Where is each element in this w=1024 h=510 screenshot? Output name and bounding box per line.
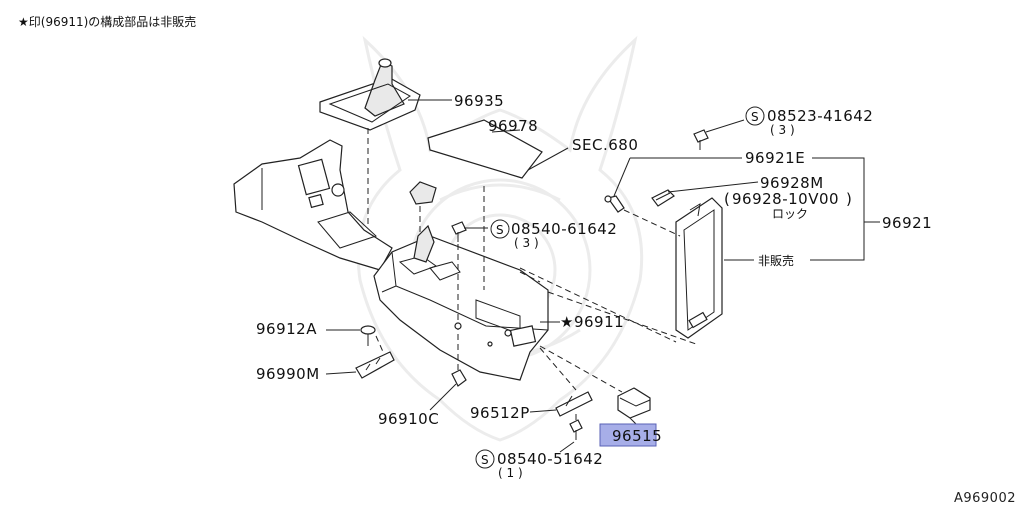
label-08540-51642-qty: ( 1 ) (498, 466, 523, 480)
bracket-96512P-part (555, 391, 593, 417)
bracket-96921 (810, 157, 865, 261)
label-96935: 96935 (454, 92, 504, 110)
label-96928-10V00: 96928-10V00 (732, 190, 839, 208)
leader-96928M (667, 181, 759, 193)
leader-96512P (529, 409, 557, 413)
tray-96515-part (617, 387, 651, 419)
highlight-96515 (599, 423, 657, 447)
standard-part-mark-08540b: S (475, 449, 495, 469)
lid-screw-part (604, 195, 625, 213)
header-note: ★印(96911)の構成部品は非販売 (18, 15, 197, 29)
label-96990M: 96990M (256, 365, 320, 383)
dash-screw-lid (623, 209, 681, 237)
console-lid-part (675, 197, 723, 339)
bolt-08540a-part (451, 221, 467, 242)
bolt-96912A-part (360, 325, 376, 346)
bracket-96990M-part (355, 351, 395, 379)
leader-08523 (705, 119, 745, 133)
label-sec680: SEC.680 (572, 136, 638, 154)
standard-part-mark-08540a: S (490, 219, 510, 239)
svg-text:S: S (481, 453, 489, 467)
dash-96912A (375, 335, 385, 355)
dash-box-lid-top (519, 267, 677, 343)
bolt-08523-part (693, 129, 709, 150)
diagram-id: A969002 (953, 491, 1016, 506)
lock-part (651, 189, 675, 207)
label-96921: 96921 (882, 214, 932, 232)
standard-part-mark-08523: S (745, 106, 765, 126)
dash-lid-hinge (519, 271, 541, 283)
label-96978: 96978 (488, 117, 538, 135)
paren-close: ) (846, 190, 852, 208)
leader-08540b (559, 441, 575, 453)
dash-96515 (539, 345, 623, 393)
label-96928M: 96928M (760, 174, 824, 192)
label-lock: ロック (772, 207, 808, 221)
label-08540-51642: 08540-51642 (497, 450, 603, 468)
label-not-sold: 非販売 (758, 253, 794, 268)
label-96515: 96515 (612, 427, 662, 445)
shift-boot-part (319, 58, 421, 131)
bolt-hole (454, 322, 462, 330)
label-08523-qty: ( 3 ) (770, 123, 795, 137)
dash-96512P (539, 347, 577, 391)
console-mat-part (427, 119, 543, 179)
dash-box-lid-bottom (547, 291, 697, 345)
main-console-box-part (373, 224, 549, 381)
label-96912A: 96912A (256, 320, 317, 338)
label-08540-61642-qty: ( 3 ) (514, 236, 539, 250)
front-console-part (233, 139, 393, 271)
leader-96921E-a (613, 157, 631, 197)
leader-96910C (429, 383, 457, 411)
label-08540-61642: 08540-61642 (511, 220, 617, 238)
clip-96910C-part (451, 369, 467, 387)
svg-text:S: S (751, 110, 759, 124)
leader-sec680 (527, 147, 569, 171)
console-cap-part (409, 181, 437, 205)
leader-96978 (491, 129, 521, 133)
label-96910C: 96910C (378, 410, 439, 428)
screw-08540b-part (569, 419, 583, 440)
label-08523-41642: 08523-41642 (767, 107, 873, 125)
leader-96990M (325, 371, 357, 375)
label-96911: ★96911 (560, 313, 624, 331)
paren-open: ( (724, 190, 730, 208)
label-96512P: 96512P (470, 404, 530, 422)
svg-text:S: S (496, 223, 504, 237)
label-96921E: 96921E (745, 149, 805, 167)
